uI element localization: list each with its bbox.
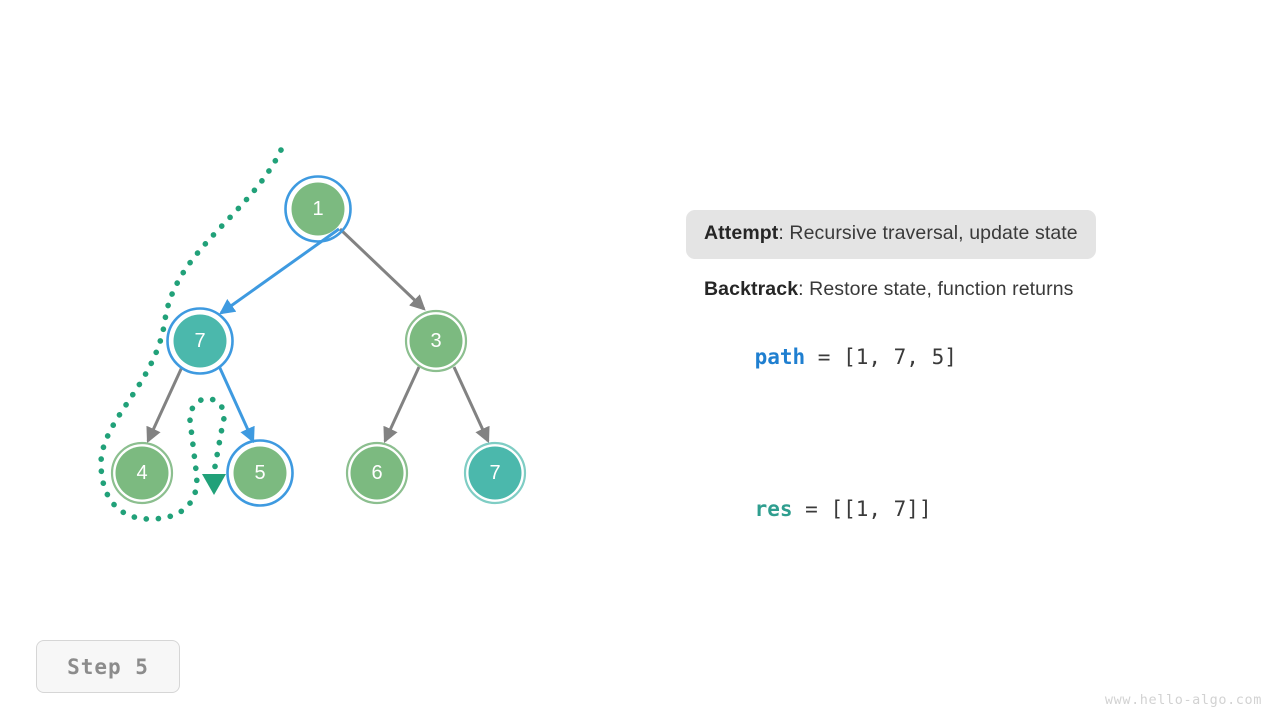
edge-1-to-7 <box>219 227 340 315</box>
res-variable-name: res <box>754 497 793 521</box>
backtrack-arrowhead <box>202 474 226 495</box>
edge-3-to-6 <box>383 366 421 444</box>
watermark: www.hello-algo.com <box>1104 692 1262 708</box>
tree-node-label: 7 <box>489 462 500 484</box>
res-variable-value: = [[1, 7]] <box>792 497 932 521</box>
step-badge: Step 5 <box>36 640 180 693</box>
attempt-label: Attempt <box>704 222 779 244</box>
tree-node-label: 3 <box>430 330 441 352</box>
tree-node-label: 7 <box>194 330 205 352</box>
path-variable-line: path = [1, 7, 5] <box>686 321 1226 393</box>
tree-edges <box>146 227 490 444</box>
info-panel: Attempt: Recursive traversal, update sta… <box>686 210 1226 545</box>
tree-node-label: 1 <box>312 198 323 220</box>
tree-node-label: 4 <box>136 462 147 484</box>
tree-node-6[interactable]: 6 <box>345 441 409 505</box>
attempt-description: Attempt: Recursive traversal, update sta… <box>686 210 1096 259</box>
backtrack-label: Backtrack <box>704 277 799 300</box>
tree-node-4[interactable]: 4 <box>110 441 174 505</box>
tree-nodes: 1 7 3 4 5 6 7 <box>110 175 527 507</box>
tree-node-7-left[interactable]: 7 <box>166 307 234 375</box>
edge-3-to-7 <box>452 366 490 444</box>
backtrack-description: Backtrack: Restore state, function retur… <box>686 277 1226 300</box>
edge-1-to-3 <box>338 227 426 311</box>
backtrack-text: : Restore state, function returns <box>798 277 1074 300</box>
edge-7-to-4 <box>146 366 184 444</box>
binary-tree-diagram: 1 7 3 4 5 6 7 <box>98 147 527 522</box>
tree-node-1[interactable]: 1 <box>284 175 352 243</box>
tree-node-3[interactable]: 3 <box>404 309 468 373</box>
path-variable-name: path <box>754 345 806 369</box>
attempt-text: : Recursive traversal, update state <box>778 222 1078 244</box>
tree-node-5[interactable]: 5 <box>226 439 294 507</box>
tree-node-label: 5 <box>254 462 265 484</box>
path-variable-value: = [1, 7, 5] <box>805 345 957 369</box>
tree-node-label: 6 <box>371 462 382 484</box>
edge-7-to-5 <box>217 365 255 444</box>
res-variable-line: res = [[1, 7]] <box>686 473 1226 545</box>
tree-node-7-right[interactable]: 7 <box>463 441 527 505</box>
step-label: Step 5 <box>67 654 149 679</box>
backtrack-path <box>98 147 284 522</box>
